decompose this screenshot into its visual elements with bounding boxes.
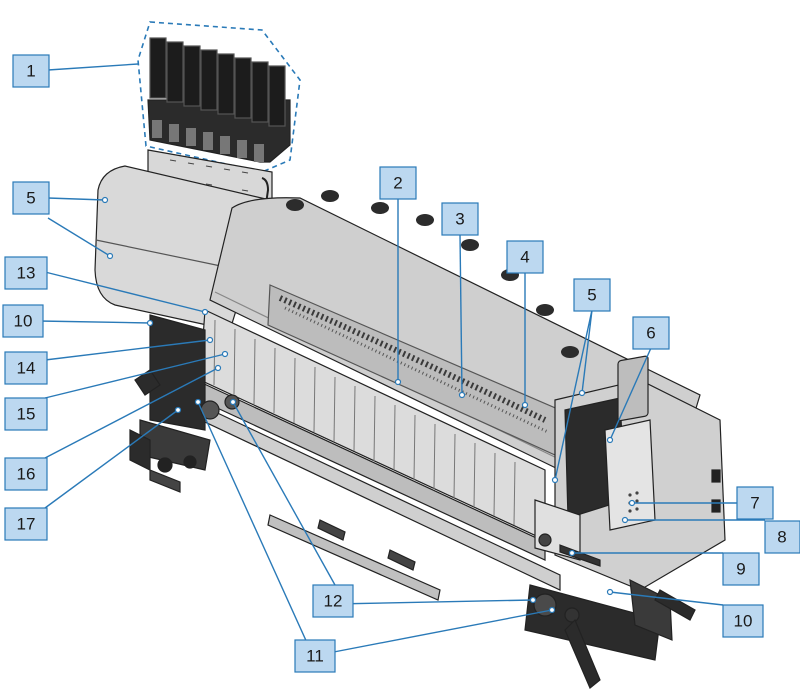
callout-10-left: 10: [2, 304, 44, 338]
callout-5-right: 5: [573, 278, 611, 312]
callout-label: 7: [750, 494, 759, 513]
callout-17: 17: [4, 507, 48, 541]
callout-label: 5: [587, 286, 596, 305]
callout-label: 10: [14, 312, 33, 331]
callout-label: 10: [734, 612, 753, 631]
callout-label: 3: [455, 210, 464, 229]
callout-1: 1: [12, 54, 50, 88]
callout-5-left: 5: [12, 181, 50, 215]
callout-10-right: 10: [722, 604, 764, 638]
callout-11: 11: [294, 639, 336, 673]
callout-4: 4: [506, 240, 544, 274]
callout-6: 6: [632, 316, 670, 350]
callout-label: 6: [646, 324, 655, 343]
printer-illustration: [94, 21, 726, 689]
callout-label: 8: [777, 528, 786, 547]
callout-12: 12: [312, 584, 354, 618]
callout-label: 15: [17, 405, 36, 424]
callout-label: 13: [17, 264, 36, 283]
leader-lines: [38, 63, 765, 657]
callout-label: 17: [17, 515, 36, 534]
callout-label: 12: [324, 592, 343, 611]
callout-label: 4: [520, 248, 529, 267]
callout-label: 1: [26, 62, 35, 81]
callout-2: 2: [379, 166, 417, 200]
callout-14: 14: [4, 351, 48, 385]
callout-label: 5: [26, 189, 35, 208]
callout-16: 16: [4, 457, 48, 491]
callout-3: 3: [441, 202, 479, 236]
callout-label: 11: [306, 647, 324, 666]
callout-label: 9: [736, 560, 745, 579]
callout-15: 15: [4, 397, 48, 431]
callout-label: 14: [17, 359, 36, 378]
callout-label: 16: [17, 465, 36, 484]
callout-13: 13: [4, 256, 48, 290]
callout-7: 7: [736, 486, 774, 520]
callout-9: 9: [722, 552, 760, 586]
callout-8: 8: [764, 520, 800, 554]
callout-label: 2: [393, 174, 402, 193]
leader-dots: [101, 196, 636, 614]
